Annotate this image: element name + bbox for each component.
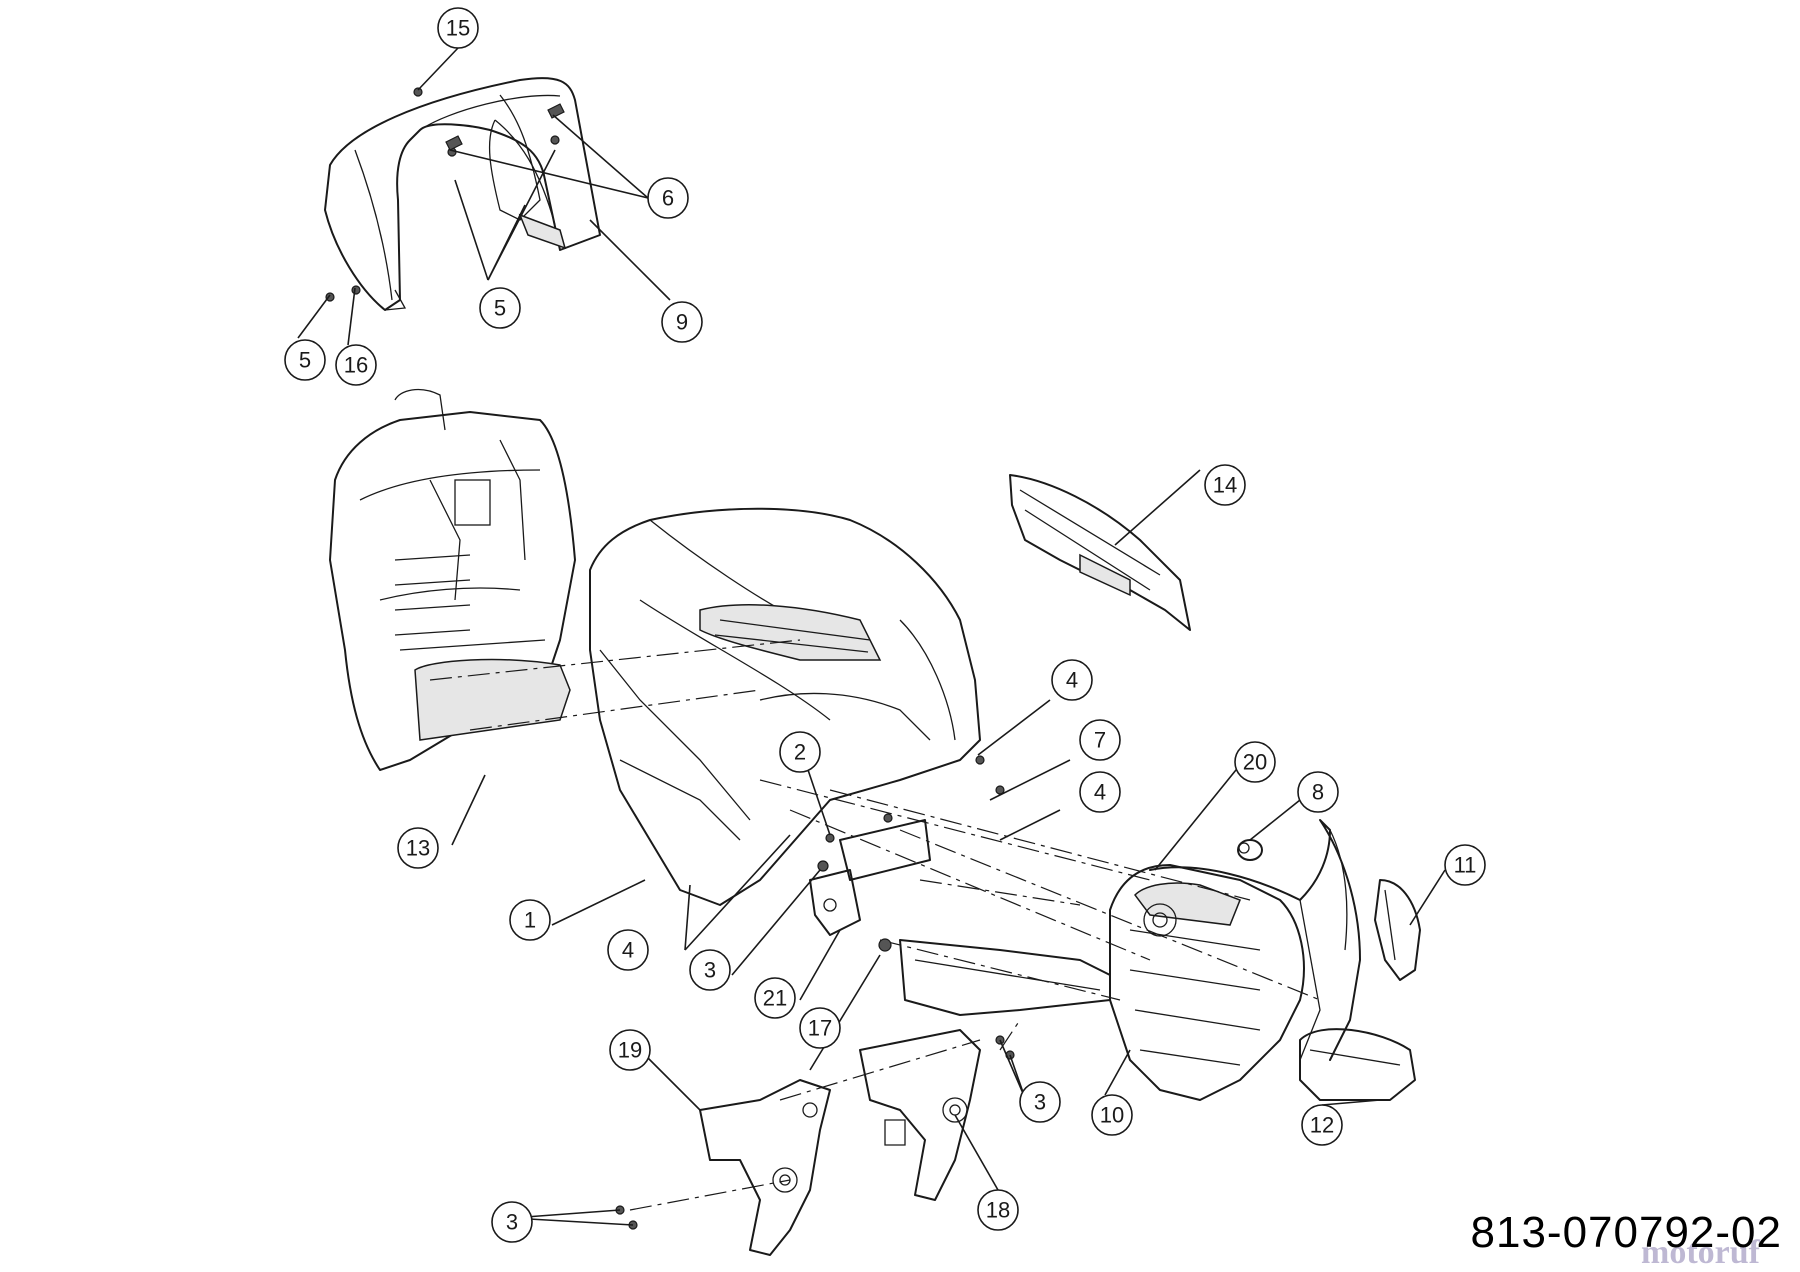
callout-12: 12: [1301, 1104, 1343, 1146]
callout-label: 5: [494, 296, 506, 321]
callout-label: 15: [446, 16, 470, 41]
fender-fasteners: [325, 87, 565, 302]
grille-part-10: [1109, 864, 1305, 1101]
callout-label: 20: [1243, 750, 1267, 775]
callout-8: 8: [1297, 771, 1339, 813]
callout-label: 7: [1094, 728, 1106, 753]
callout-21: 21: [754, 977, 796, 1019]
callout-label: 2: [794, 740, 806, 765]
bumper-part-12: [1299, 1028, 1416, 1101]
bracket-part-19: [699, 1079, 831, 1256]
callout-label: 11: [1454, 853, 1477, 878]
callout-label: 12: [1310, 1113, 1334, 1138]
callout-label: 18: [986, 1198, 1010, 1223]
callout-label: 19: [618, 1038, 642, 1063]
callout-4: 4: [1079, 771, 1121, 813]
callout-label: 1: [524, 908, 536, 933]
callout-18: 18: [977, 1189, 1019, 1231]
callout-4: 4: [607, 929, 649, 971]
callout-17: 17: [799, 1007, 841, 1049]
callout-label: 16: [344, 353, 368, 378]
callout-4: 4: [1051, 659, 1093, 701]
callout-label: 4: [622, 938, 634, 963]
callout-label: 9: [676, 310, 688, 335]
callout-11: 11: [1444, 844, 1486, 886]
drawing-number: 813-070792-02: [1470, 1208, 1782, 1257]
callout-2: 2: [779, 731, 821, 773]
callout-9: 9: [661, 301, 703, 343]
rear-fender-part-9: [324, 77, 601, 311]
callout-label: 6: [662, 186, 674, 211]
hood-part-1: [589, 507, 981, 906]
callout-label: 21: [763, 986, 787, 1011]
callout-label: 3: [1034, 1090, 1046, 1115]
callout-label: 4: [1066, 668, 1078, 693]
callout-label: 14: [1213, 473, 1237, 498]
assembly-lines: [429, 639, 1321, 1211]
rear-body-part-13: [329, 388, 576, 771]
bracket-part-18: [859, 1029, 981, 1201]
callout-13: 13: [397, 827, 439, 869]
front-frame-part-20: [1149, 819, 1361, 1061]
dash-plate-part-21: [809, 819, 931, 936]
callout-label: 3: [506, 1210, 518, 1235]
leader-lines: [297, 47, 1446, 1226]
callout-label: 5: [299, 348, 311, 373]
callout-5: 5: [479, 287, 521, 329]
callout-3: 3: [491, 1201, 533, 1243]
callout-16: 16: [335, 344, 377, 386]
headlight-part-11: [1374, 879, 1421, 981]
callout-7: 7: [1079, 719, 1121, 761]
lens-part-8: [1237, 839, 1263, 861]
callout-19: 19: [609, 1029, 651, 1071]
callout-14: 14: [1204, 464, 1246, 506]
callout-label: 13: [406, 836, 430, 861]
callout-3: 3: [689, 949, 731, 991]
callout-6: 6: [647, 177, 689, 219]
callout-label: 4: [1094, 780, 1106, 805]
dash-panel-part-14: [1009, 474, 1191, 631]
callout-5: 5: [284, 339, 326, 381]
callout-label: 8: [1312, 780, 1324, 805]
callout-label: 10: [1100, 1103, 1124, 1128]
callout-label: 3: [704, 958, 716, 983]
callout-15: 15: [437, 7, 479, 49]
callout-1: 1: [509, 899, 551, 941]
watermark-logo: motoruf: [1641, 1234, 1760, 1271]
lower-front-panel: [899, 939, 1111, 1016]
callout-20: 20: [1234, 741, 1276, 783]
callout-10: 10: [1091, 1094, 1133, 1136]
hood-fasteners: [615, 755, 1015, 1230]
callout-label: 17: [808, 1016, 832, 1041]
callout-3: 3: [1019, 1081, 1061, 1123]
